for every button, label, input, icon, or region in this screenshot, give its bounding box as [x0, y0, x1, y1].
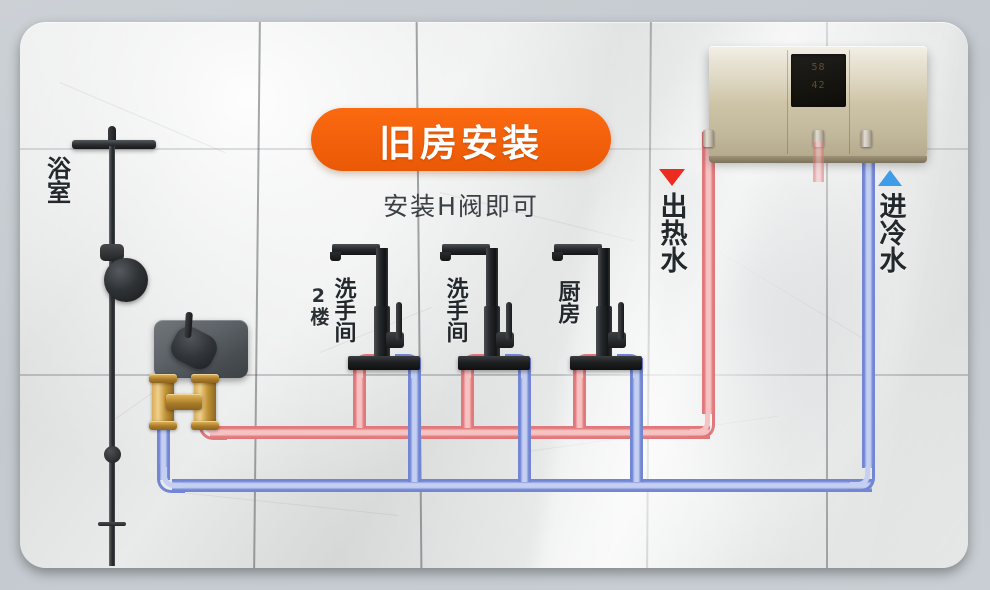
heater-seam: [849, 50, 850, 154]
faucet-riser: [598, 248, 610, 310]
faucet-lever-handle[interactable]: [396, 302, 402, 340]
h-valve-left-leg: [152, 378, 174, 426]
label-hot-water-out: 出热水: [655, 192, 687, 273]
title-badge-label: 旧房安装: [379, 121, 543, 165]
heater-middle-stub: [813, 142, 824, 182]
title-badge: 旧房安装: [311, 108, 611, 171]
wall-shadow: [660, 172, 890, 502]
faucet-base-plate: [458, 356, 530, 370]
faucet-aerator: [440, 252, 451, 261]
cold-pipe-drop-faucet-2: [518, 358, 531, 482]
label-washroom-2: 洗手间: [442, 277, 468, 343]
faucet-base-plate: [570, 356, 642, 370]
h-valve-right-leg: [194, 378, 216, 426]
cold-pipe-drop-faucet-3: [630, 358, 643, 482]
label-cold-water-in: 进冷水: [874, 192, 906, 273]
label-bathroom: 浴室: [42, 156, 71, 204]
cold-pipe-elbow-right: [848, 465, 875, 492]
faucet-riser: [376, 248, 388, 310]
faucet-spout: [332, 244, 380, 255]
faucet-spout: [442, 244, 490, 255]
water-heater[interactable]: 58 42: [709, 46, 927, 163]
grout-line: [20, 374, 968, 376]
handheld-shower-icon: [104, 258, 148, 302]
faucet-lever-handle[interactable]: [618, 302, 624, 340]
h-valve-bottom-cap-left: [149, 421, 177, 430]
label-kitchen: 厨房: [554, 280, 580, 324]
shower-holder: [100, 244, 124, 261]
shower-neck: [108, 126, 116, 144]
h-valve-crossbar: [166, 394, 202, 410]
hot-pipe-main-riser: [702, 132, 715, 414]
faucet-aerator: [552, 252, 563, 261]
heater-seam: [787, 50, 788, 154]
heater-display-line-2: 42: [811, 80, 826, 91]
cold-pipe-trunk: [172, 479, 872, 492]
heater-cold-inlet: [861, 130, 872, 147]
faucet-riser: [486, 248, 498, 310]
rain-shower-head-icon: [72, 140, 156, 149]
subtitle-text: 安装H阀即可: [383, 192, 539, 221]
heater-display-line-1: 58: [811, 62, 826, 73]
heater-hot-outlet: [703, 130, 714, 147]
hot-pipe-elbow-right: [688, 412, 715, 439]
shower-bar-bracket: [104, 446, 121, 463]
triangle-up-icon: [878, 170, 902, 186]
h-valve-bottom-cap-right: [191, 421, 219, 430]
cold-pipe-main-riser: [862, 132, 875, 468]
faucet-aerator: [330, 252, 341, 261]
faucet-spout: [554, 244, 602, 255]
heater-middle-outlet: [813, 130, 824, 147]
faucet-base-plate: [348, 356, 420, 370]
wall-panel: 58 42: [20, 22, 968, 568]
shower-hose: [112, 298, 114, 438]
h-valve-top-cap-left: [149, 374, 177, 383]
faucet-lever-handle[interactable]: [506, 302, 512, 340]
label-floor2: 2楼: [307, 285, 330, 326]
cold-pipe-elbow-left: [157, 465, 185, 493]
h-valve-top-cap-right: [191, 374, 219, 383]
heater-display-panel[interactable]: 58 42: [791, 54, 846, 107]
cold-pipe-drop-faucet-1: [408, 358, 421, 482]
hot-pipe-trunk: [210, 426, 710, 439]
label-washroom-1: 洗手间: [330, 277, 356, 343]
triangle-down-icon: [659, 169, 685, 186]
shower-bar-foot: [98, 522, 126, 526]
